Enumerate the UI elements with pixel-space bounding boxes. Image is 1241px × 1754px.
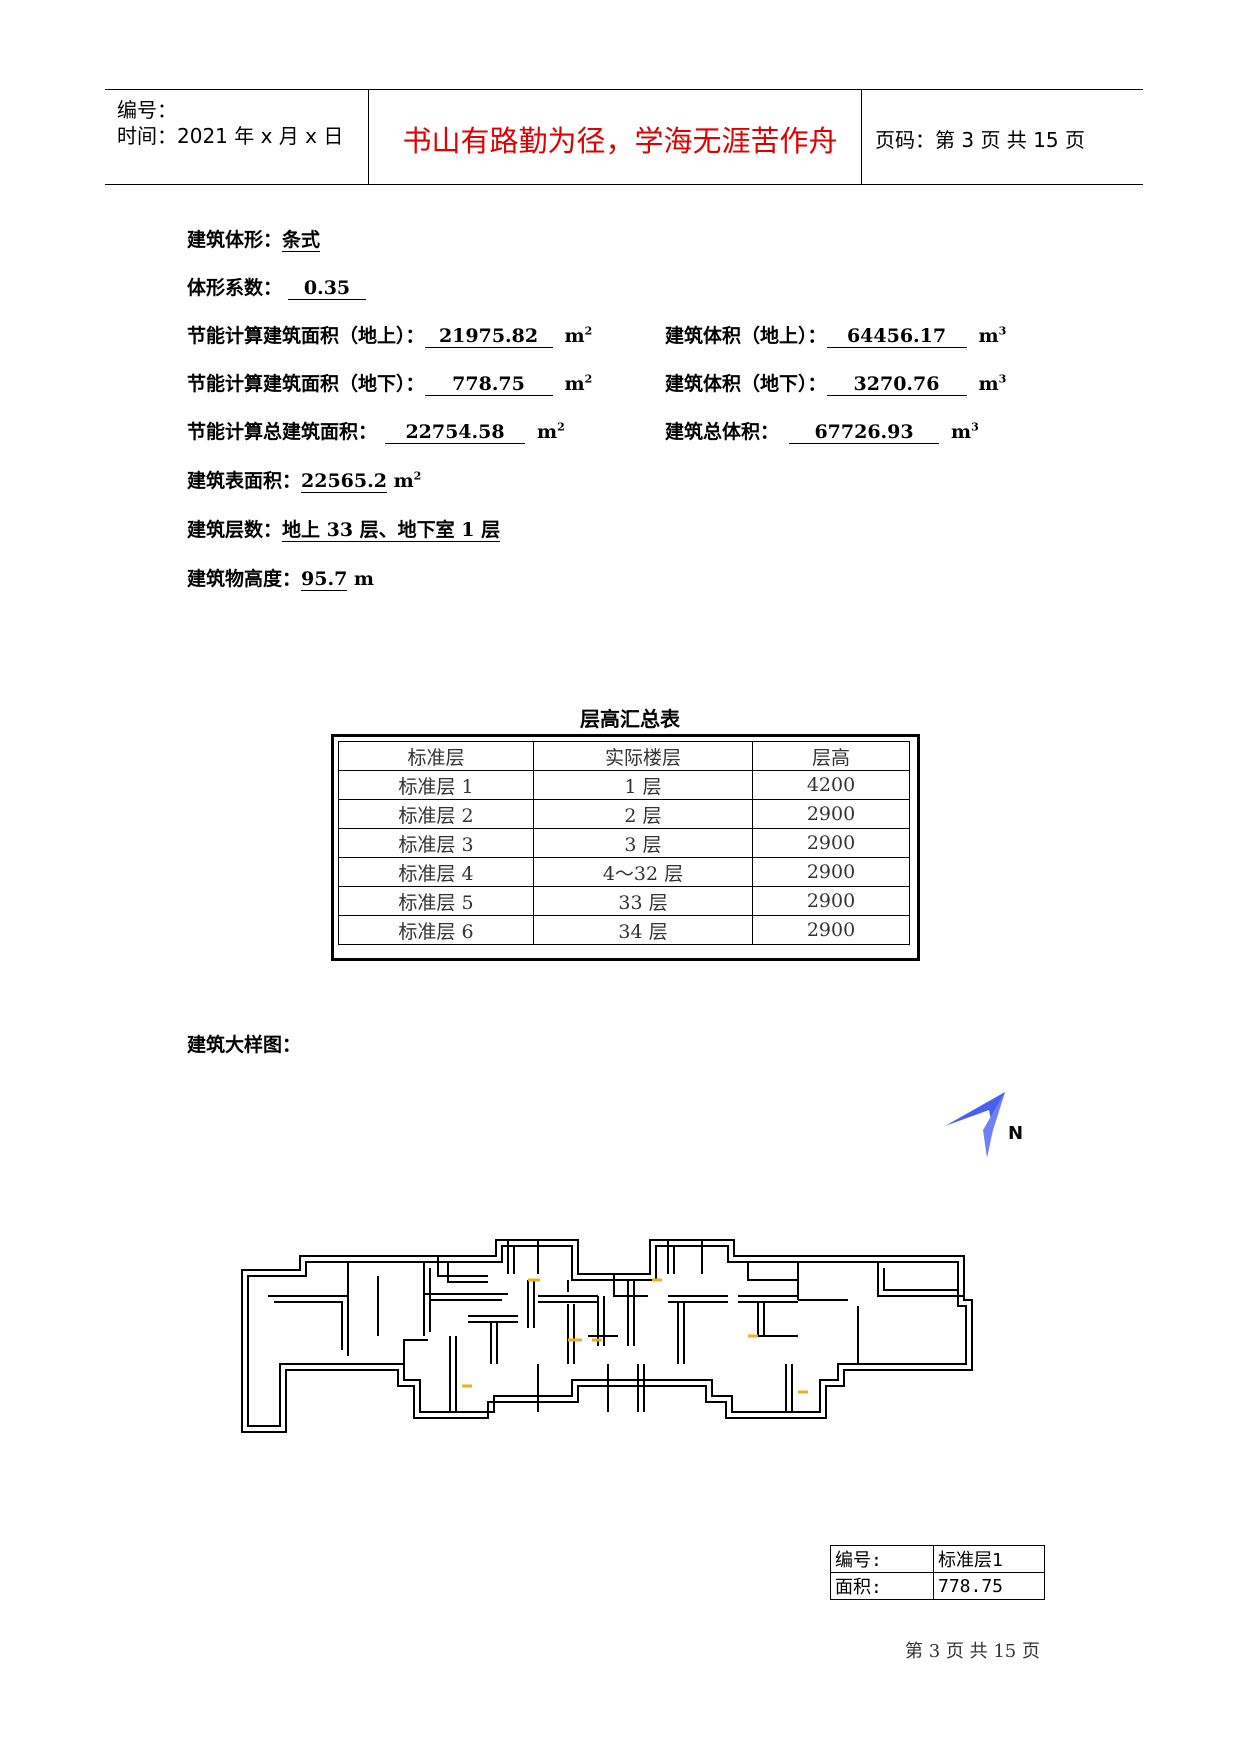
area-unit: m <box>564 325 585 347</box>
area-total-label: 节能计算总建筑面积： <box>187 421 378 443</box>
vol-above-value: 64456.17 <box>826 325 967 348</box>
table-row: 标准层 6 34 层 2900 <box>338 915 910 945</box>
table-cell: 标准层 6 <box>338 915 534 945</box>
table-header-row: 标准层 实际楼层 层高 <box>338 741 910 771</box>
floor-plan-drawing <box>241 1239 973 1433</box>
vol-below-value: 3270.76 <box>826 373 967 396</box>
table-row: 标准层 5 33 层 2900 <box>338 886 910 916</box>
table-cell: 4～32 层 <box>533 857 753 887</box>
table-cell: 2900 <box>752 828 910 858</box>
header-cell: 层高 <box>752 741 910 771</box>
vol-below-line: 建筑体积（地下）：3270.76 m3 <box>665 369 1006 396</box>
floor-height-table: 标准层 实际楼层 层高 标准层 1 1 层 4200 标准层 2 2 层 290… <box>338 741 910 945</box>
vol-total-line: 建筑总体积： 67726.93 m3 <box>665 417 979 444</box>
table-cell: 标准层 1 <box>338 770 534 800</box>
cu-sup: 3 <box>971 420 979 434</box>
sq-sup: 2 <box>584 324 593 338</box>
stamp-code-value: 标准层1 <box>933 1545 1045 1573</box>
cu-sup: 3 <box>998 372 1007 386</box>
sq-sup: 2 <box>584 372 593 386</box>
page-header: 编号： 时间：2021 年 x 月 x 日 书山有路勤为径，学海无涯苦作舟 页码… <box>105 89 1143 185</box>
header-motto: 书山有路勤为径，学海无涯苦作舟 <box>402 124 838 158</box>
floor-height-table-frame: 标准层 实际楼层 层高 标准层 1 1 层 4200 标准层 2 2 层 290… <box>331 734 920 961</box>
area-unit: m <box>564 373 585 395</box>
north-label: N <box>1008 1123 1024 1144</box>
area-above-value: 21975.82 <box>424 325 553 348</box>
vol-above-label: 建筑体积（地上）： <box>665 325 827 347</box>
height-value: 95.7 <box>301 568 348 591</box>
code-label: 编号： <box>117 98 177 122</box>
page-label: 页码：第 3 页 共 15 页 <box>875 128 1085 152</box>
table-row: 标准层 2 2 层 2900 <box>338 799 910 829</box>
table-row: 标准层 3 3 层 2900 <box>338 828 910 858</box>
footer-page-number: 第 3 页 共 15 页 <box>905 1641 1040 1662</box>
stamp-area-label: 面积: <box>830 1572 934 1600</box>
coef-label: 体形系数： <box>187 277 283 299</box>
table-cell: 4200 <box>752 770 910 800</box>
table-cell: 2900 <box>752 799 910 829</box>
header-cell: 标准层 <box>338 741 534 771</box>
surface-label: 建筑表面积： <box>187 470 302 492</box>
table-cell: 标准层 5 <box>338 886 534 916</box>
header-left-cell: 编号： 时间：2021 年 x 月 x 日 <box>105 90 369 184</box>
area-below-value: 778.75 <box>424 373 553 396</box>
sq-sup: 2 <box>557 420 565 434</box>
table-cell: 33 层 <box>533 886 753 916</box>
area-total-value: 22754.58 <box>385 421 526 444</box>
floors-line: 建筑层数：地上 33 层、地下室 1 层 <box>187 515 501 542</box>
height-line: 建筑物高度：95.7 m <box>187 564 374 591</box>
area-above-label: 节能计算建筑面积（地上）： <box>187 325 425 347</box>
header-cell: 实际楼层 <box>533 741 753 771</box>
height-unit: m <box>347 568 375 590</box>
vol-total-value: 67726.93 <box>789 421 940 444</box>
table-caption: 层高汇总表 <box>580 707 680 731</box>
table-cell: 34 层 <box>533 915 753 945</box>
area-total-line: 节能计算总建筑面积： 22754.58 m2 <box>187 417 565 444</box>
area-below-label: 节能计算建筑面积（地下）： <box>187 373 425 395</box>
surface-unit: m <box>386 470 414 492</box>
coef-line: 体形系数：0.35 <box>187 273 367 300</box>
stamp-code-label: 编号: <box>830 1545 934 1573</box>
header-divider <box>861 90 863 184</box>
north-arrow-icon <box>945 1092 1005 1158</box>
stamp-area-value: 778.75 <box>933 1572 1045 1600</box>
surface-value: 22565.2 <box>301 470 387 493</box>
vol-unit: m <box>978 325 999 347</box>
table-row: 标准层 4 4～32 层 2900 <box>338 857 910 887</box>
surface-line: 建筑表面积：22565.2 m2 <box>187 466 421 493</box>
table-cell: 标准层 3 <box>338 828 534 858</box>
area-above-line: 节能计算建筑面积（地上）：21975.82 m2 <box>187 321 592 348</box>
vol-above-line: 建筑体积（地上）：64456.17 m3 <box>665 321 1006 348</box>
plan-section-label: 建筑大样图： <box>187 1034 302 1056</box>
vol-unit: m <box>951 421 972 443</box>
plan-stamp: 编号: 标准层1 面积: 778.75 <box>830 1545 1045 1600</box>
area-unit: m <box>537 421 558 443</box>
table-cell: 1 层 <box>533 770 753 800</box>
area-below-line: 节能计算建筑面积（地下）：778.75 m2 <box>187 369 592 396</box>
vol-below-label: 建筑体积（地下）： <box>665 373 827 395</box>
table-cell: 标准层 2 <box>338 799 534 829</box>
coef-value: 0.35 <box>288 277 367 300</box>
table-cell: 3 层 <box>533 828 753 858</box>
floors-value: 地上 33 层、地下室 1 层 <box>282 519 501 542</box>
table-cell: 2900 <box>752 915 910 945</box>
vol-total-label: 建筑总体积： <box>665 421 780 443</box>
shape-label: 建筑体形： <box>187 229 283 251</box>
table-cell: 标准层 4 <box>338 857 534 887</box>
table-cell: 2 层 <box>533 799 753 829</box>
table-row: 标准层 1 1 层 4200 <box>338 770 910 800</box>
height-label: 建筑物高度： <box>187 568 302 590</box>
shape-line: 建筑体形：条式 <box>187 225 321 252</box>
cu-sup: 3 <box>998 324 1007 338</box>
time-label: 时间：2021 年 x 月 x 日 <box>117 124 344 148</box>
floors-label: 建筑层数： <box>187 519 283 541</box>
vol-unit: m <box>978 373 999 395</box>
table-cell: 2900 <box>752 857 910 887</box>
table-cell: 2900 <box>752 886 910 916</box>
shape-value: 条式 <box>282 229 321 252</box>
sq-sup: 2 <box>413 469 422 483</box>
